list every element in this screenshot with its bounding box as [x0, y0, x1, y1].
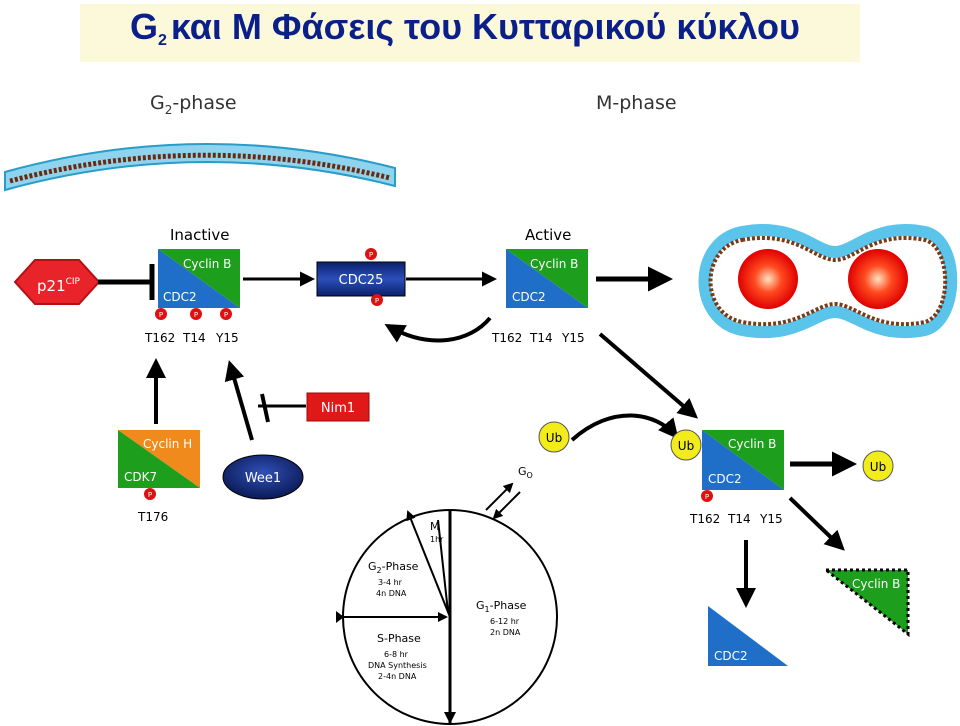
svg-text:P: P: [224, 311, 228, 319]
s-phase-time: 6-8 hr: [384, 650, 409, 659]
arrow-from-g0: [492, 491, 521, 520]
g1-phase-dna: 2n DNA: [490, 628, 521, 637]
site-t162: T162: [144, 331, 175, 345]
g0-label: GO: [518, 465, 533, 480]
phase-divider-g2-m: [437, 519, 449, 613]
cdc25-box: CDC25: [316, 261, 406, 297]
g1-phase-label: G1-Phase: [476, 599, 527, 614]
nucleus-left: [738, 249, 798, 309]
cdk7-cyclinh-complex: Cyclin H CDK7: [118, 430, 200, 488]
svg-text:p21CIP: p21CIP: [37, 277, 81, 295]
m-phase-time: 1hr: [430, 535, 444, 544]
g1-phase-time: 6-12 hr: [490, 617, 520, 626]
inhibit-bar-nim1: [260, 393, 270, 423]
cyclin-b-label: Cyclin B: [183, 257, 231, 271]
s-phase-dna-synthesis: DNA Synthesis: [368, 661, 427, 670]
phosphate-group-cdc25-bottom: P: [371, 294, 383, 306]
arrow-to-ubiquitination: [598, 332, 699, 419]
cyclin-b-label: Cyclin B: [728, 437, 776, 451]
title-bar: [80, 4, 860, 62]
active-cdc2-cyclinb-complex: Cyclin B CDC2: [506, 249, 588, 308]
p21-hexagon: p21CIP: [13, 259, 101, 305]
site-y15-ub: Y15: [759, 512, 783, 526]
svg-text:CDC25: CDC25: [339, 273, 384, 288]
arrow-to-cyclin-b-degraded: [788, 496, 845, 551]
cdc2-label: CDC2: [163, 290, 197, 304]
s-phase-label: S-Phase: [377, 632, 421, 645]
g2-phase-label: G2-Phase: [368, 560, 419, 575]
cdc2-label: CDC2: [512, 290, 546, 304]
arrowhead-bottom: [444, 712, 456, 724]
free-cdc2: CDC2: [708, 606, 788, 666]
site-t14: T14: [182, 331, 206, 345]
nuclear-membrane: [4, 143, 396, 192]
phosphate-group-cdc25-top: P: [365, 248, 377, 260]
site-t162-ub: T162: [689, 512, 720, 526]
nucleus-right: [848, 249, 908, 309]
cyclin-b-label: Cyclin B: [530, 257, 578, 271]
ubiquitinated-complex: Cyclin B CDC2: [702, 430, 784, 490]
ubiquitin-released: Ub: [862, 450, 894, 482]
ubiquitin-attached: Ub: [670, 429, 702, 461]
svg-text:Ub: Ub: [678, 439, 694, 453]
dephosphorylation-arrow: [384, 316, 492, 343]
svg-text:P: P: [194, 311, 198, 319]
cdk7-label: CDK7: [124, 470, 157, 484]
wee1-ellipse: Wee1: [222, 454, 304, 500]
active-label: Active: [525, 226, 571, 244]
nim1-box: Nim1: [306, 392, 370, 422]
cyclin-h-label: Cyclin H: [143, 437, 192, 451]
svg-text:P: P: [705, 493, 709, 501]
svg-text:P: P: [375, 297, 379, 305]
arrow-wee1-to-y15: [224, 360, 254, 441]
phosphate-group-t14: P: [190, 308, 202, 320]
phosphate-group-ub-complex: P: [701, 490, 713, 502]
site-t162-active: T162: [491, 331, 522, 345]
svg-text:Wee1: Wee1: [245, 471, 281, 486]
dividing-cell: [698, 224, 958, 339]
arrow-to-g0: [485, 482, 514, 511]
svg-text:CDC2: CDC2: [714, 649, 748, 663]
site-t14-active: T14: [529, 331, 553, 345]
ubiquitin-attach-arrow: [570, 413, 679, 442]
svg-text:Ub: Ub: [870, 460, 886, 474]
svg-text:Cyclin B: Cyclin B: [852, 577, 900, 591]
site-t176: T176: [137, 510, 168, 524]
m-phase-heading: M-phase: [596, 92, 677, 114]
ubiquitin-free: Ub: [538, 421, 570, 453]
phosphate-group-t176: P: [144, 488, 156, 500]
svg-text:P: P: [159, 311, 163, 319]
arrowhead-left: [336, 611, 344, 623]
m-phase-label: M: [430, 520, 440, 533]
phase-divider-m: [406, 510, 451, 618]
site-t14-ub: T14: [727, 512, 751, 526]
site-y15: Y15: [215, 331, 239, 345]
site-y15-active: Y15: [561, 331, 585, 345]
svg-text:Nim1: Nim1: [321, 401, 355, 416]
cdc2-label: CDC2: [708, 472, 742, 486]
svg-text:P: P: [148, 491, 152, 499]
inactive-cdc2-cyclinb-complex: Cyclin B CDC2: [158, 249, 240, 308]
phosphate-group-t162: P: [155, 308, 167, 320]
inactive-label: Inactive: [170, 226, 230, 244]
g2-phase-heading: G2-phase: [150, 92, 237, 117]
s-phase-dna: 2-4n DNA: [378, 672, 417, 681]
svg-text:Ub: Ub: [546, 431, 562, 445]
cell-cycle-wheel: M 1hr G2-Phase 3-4 hr 4n DNA S-Phase 6-8…: [336, 509, 558, 725]
g2-phase-dna: 4n DNA: [376, 589, 407, 598]
svg-text:P: P: [369, 251, 373, 259]
degraded-cyclin-b: Cyclin B: [821, 568, 910, 638]
g2-phase-time: 3-4 hr: [378, 578, 403, 587]
phosphate-group-y15: P: [220, 308, 232, 320]
